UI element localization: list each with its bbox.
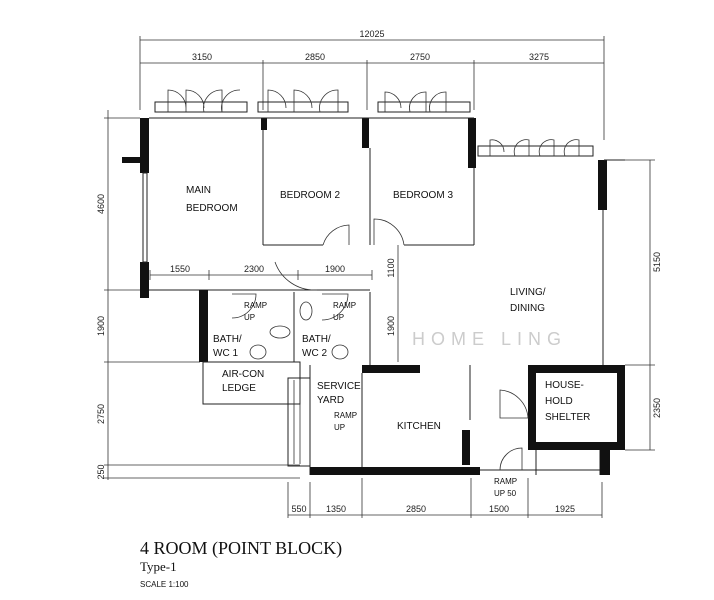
- ramp-wc1-line2: UP: [244, 313, 255, 322]
- right-dimensions: 5150 2350: [608, 159, 662, 451]
- ramp-yard-line1: RAMP: [334, 411, 357, 420]
- dim-bottom-2: 1350: [326, 504, 346, 514]
- dim-top-3: 2750: [410, 52, 430, 62]
- dim-top-1: 3150: [192, 52, 212, 62]
- dim-top-4: 3275: [529, 52, 549, 62]
- room-shelter-line2: HOLD: [545, 396, 573, 407]
- dim-bottom-3: 2850: [406, 504, 426, 514]
- room-aircon-line1: AIR-CON: [222, 369, 264, 380]
- bottom-dimensions: 550 1350 2850 1500 1925: [287, 478, 603, 518]
- ramp-entrance-line1: RAMP: [494, 477, 517, 486]
- dim-int-1: 1550: [170, 264, 190, 274]
- dim-top-2: 2850: [305, 52, 325, 62]
- dim-top-total: 12025: [359, 29, 384, 39]
- dim-int-v1: 1100: [386, 258, 396, 277]
- dim-int-2: 2300: [244, 264, 264, 274]
- room-main-bedroom-line1: MAIN: [186, 185, 211, 196]
- dim-int-3: 1900: [325, 264, 345, 274]
- top-dimensions: 12025 3150 2850 2750 3275: [139, 29, 605, 140]
- plan-subtitle: Type-1: [140, 559, 177, 574]
- room-living-line2: DINING: [510, 303, 545, 314]
- ramp-wc1-line1: RAMP: [244, 301, 267, 310]
- room-kitchen: KITCHEN: [397, 421, 441, 432]
- dim-bottom-4: 1500: [489, 504, 509, 514]
- ramp-entrance-line2: UP 50: [494, 489, 517, 498]
- doors: [231, 218, 529, 471]
- room-bath2-line1: BATH/: [302, 334, 331, 345]
- room-labels: MAIN BEDROOM BEDROOM 2 BEDROOM 3 LIVING/…: [186, 185, 590, 498]
- room-bath1-line1: BATH/: [213, 334, 242, 345]
- room-bedroom-3: BEDROOM 3: [393, 190, 453, 201]
- dim-left-1: 4600: [96, 194, 106, 214]
- watermark: HOME LING: [412, 329, 567, 349]
- windows: [154, 89, 594, 157]
- ramp-yard-line2: UP: [334, 423, 345, 432]
- dim-right-2: 2350: [652, 398, 662, 418]
- plan-scale: SCALE 1:100: [140, 580, 189, 589]
- dim-left-2: 1900: [96, 316, 106, 336]
- ramp-wc2-line1: RAMP: [333, 301, 356, 310]
- walls: [122, 117, 625, 475]
- dim-bottom-1: 550: [291, 504, 306, 514]
- dim-right-1: 5150: [652, 252, 662, 272]
- room-aircon-line2: LEDGE: [222, 383, 256, 394]
- room-service-yard-line2: YARD: [317, 395, 344, 406]
- plan-title: 4 ROOM (POINT BLOCK): [140, 538, 342, 559]
- room-living-line1: LIVING/: [510, 287, 546, 298]
- dim-int-v2: 1900: [386, 316, 396, 336]
- dim-left-4: 250: [96, 464, 106, 479]
- room-shelter-line3: SHELTER: [545, 412, 590, 423]
- room-main-bedroom-line2: BEDROOM: [186, 203, 238, 214]
- interior-dimensions: 1550 2300 1900 1100 1900: [149, 245, 399, 362]
- left-dimensions: 4600 1900 2750 250: [96, 110, 300, 480]
- dim-left-3: 2750: [96, 404, 106, 424]
- room-bath1-line2: WC 1: [213, 348, 238, 359]
- room-shelter-line1: HOUSE-: [545, 380, 584, 391]
- room-bath2-line2: WC 2: [302, 348, 327, 359]
- ramp-wc2-line2: UP: [333, 313, 344, 322]
- room-service-yard-line1: SERVICE: [317, 381, 361, 392]
- room-bedroom-2: BEDROOM 2: [280, 190, 340, 201]
- dim-bottom-5: 1925: [555, 504, 575, 514]
